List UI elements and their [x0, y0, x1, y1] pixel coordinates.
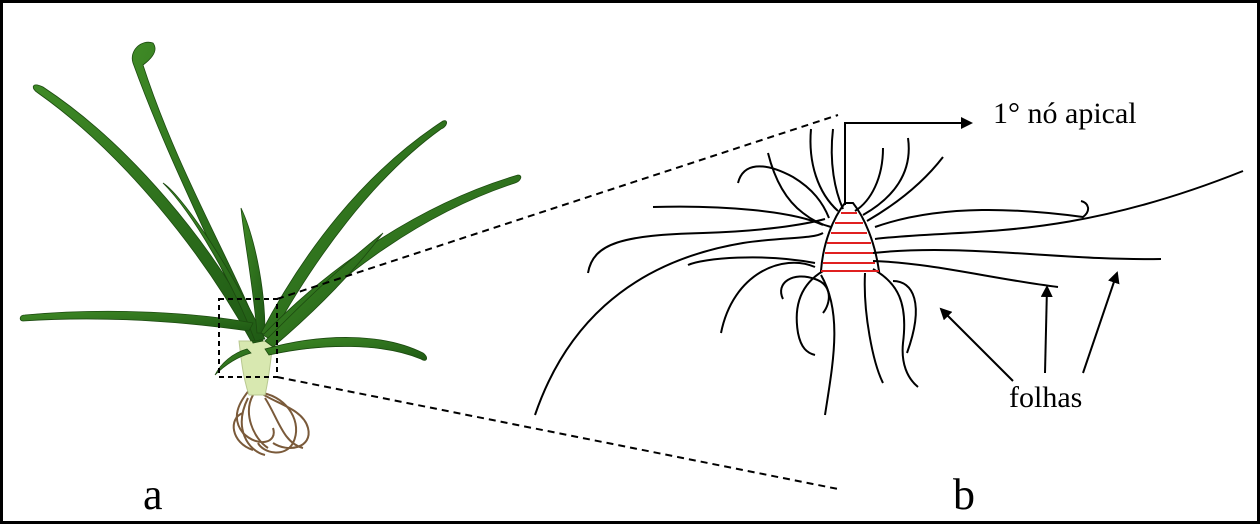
zoom-line-upper [277, 115, 838, 299]
arrow-icon [1083, 273, 1117, 373]
apical-hatching [821, 213, 879, 271]
apical-schematic [535, 129, 1243, 415]
figure-canvas [3, 3, 1257, 521]
leaves-label: folhas [1009, 383, 1082, 413]
roots [234, 388, 309, 455]
leaf-arrows [941, 273, 1117, 381]
leaves [20, 42, 521, 375]
apical-node-label: 1° nó apical [993, 99, 1137, 129]
maize-seedling-photo [20, 42, 521, 455]
arrow-icon [1045, 287, 1047, 373]
panel-b-label: b [953, 473, 975, 517]
panel-a-label: a [143, 473, 163, 517]
zoom-line-lower [277, 377, 838, 489]
arrow-icon [941, 309, 1013, 381]
